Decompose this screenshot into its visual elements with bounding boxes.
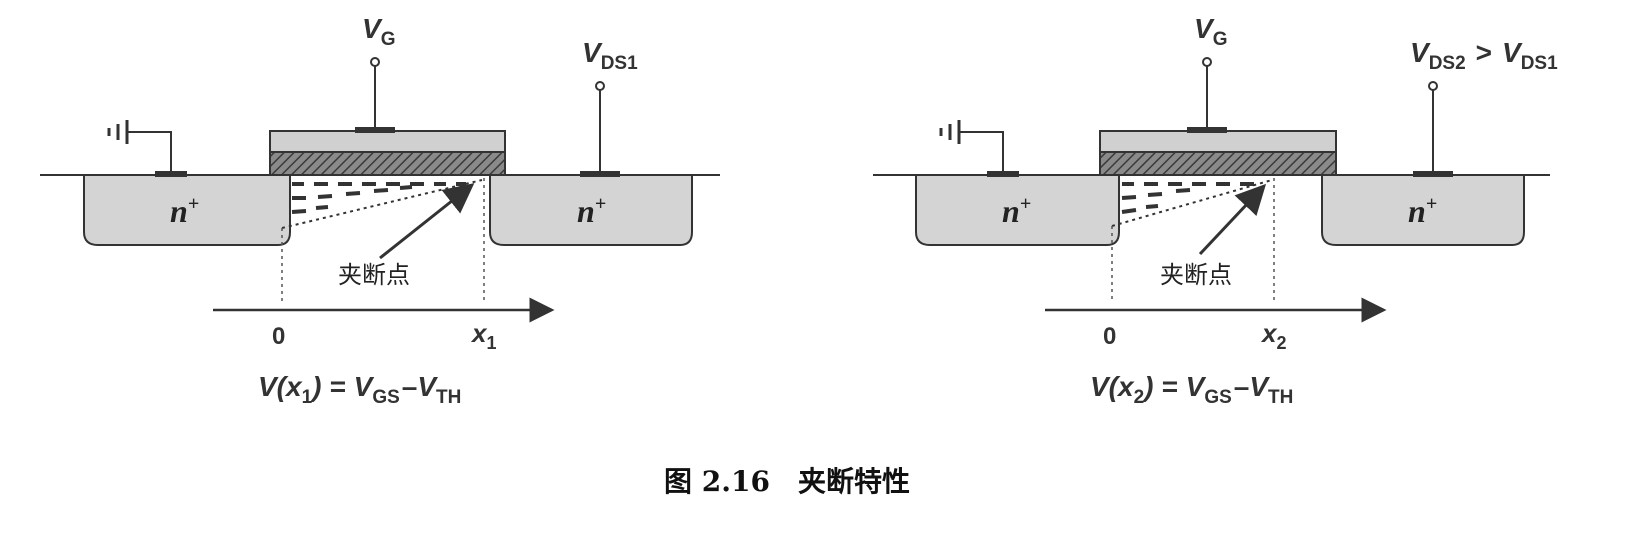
pinch-off-point-label: 夹断点 — [338, 261, 410, 289]
ground-icon — [107, 120, 129, 144]
gate-voltage-label: VG — [1194, 13, 1227, 50]
pinch-off-equation: V(x2) =VGS–VTH — [1090, 371, 1293, 408]
panel-1: VG VDS1 n+ n+ 夹断点 0 x1 V(x1) =VGS–VTH — [40, 13, 720, 408]
ground-icon — [939, 120, 961, 144]
gate-oxide — [269, 151, 506, 176]
axis-pinch-point-label: x1 — [470, 318, 496, 353]
drain-terminal — [1428, 81, 1438, 91]
axis-pinch-point-label: x2 — [1260, 318, 1286, 353]
source-diffusion — [83, 174, 291, 246]
drain-diffusion — [1321, 174, 1525, 246]
gate-oxide — [1099, 151, 1337, 176]
drain-terminal — [595, 81, 605, 91]
panel-2: VG VDS2>VDS1 n+ n+ 夹断点 0 x2 V(x2) =VGS–V… — [873, 13, 1558, 408]
drain-n-plus-label: n+ — [577, 193, 606, 229]
drain-voltage-label: VDS1 — [582, 37, 638, 74]
gate-terminal — [1202, 57, 1212, 67]
drain-n-plus-label: n+ — [1408, 193, 1437, 229]
gate-contact-pad — [355, 127, 395, 133]
axis-origin-label: 0 — [272, 323, 285, 350]
source-contact-pad — [987, 171, 1019, 177]
channel-electrons — [1121, 182, 1254, 214]
figure-caption: 图 2.16 夹断特性 — [664, 465, 910, 498]
drain-diffusion — [489, 174, 693, 246]
drain-voltage-label: VDS2>VDS1 — [1410, 37, 1558, 74]
gate-terminal — [370, 57, 380, 67]
channel-electrons — [291, 182, 466, 214]
drain-contact-pad — [580, 171, 620, 177]
gate-voltage-label: VG — [362, 13, 395, 50]
source-n-plus-label: n+ — [1002, 193, 1031, 229]
source-n-plus-label: n+ — [170, 193, 199, 229]
pinch-off-point-label: 夹断点 — [1160, 261, 1232, 289]
pinch-off-arrow — [379, 183, 475, 260]
gate-electrode — [269, 130, 506, 153]
channel-boundary — [281, 179, 483, 229]
gate-electrode — [1099, 130, 1337, 153]
source-contact-pad — [155, 171, 187, 177]
gate-contact-pad — [1187, 127, 1227, 133]
source-wire — [959, 131, 1004, 171]
pinch-off-arrow — [1198, 183, 1267, 256]
source-wire — [127, 131, 172, 171]
axis-origin-label: 0 — [1103, 323, 1116, 350]
pinch-off-equation: V(x1) =VGS–VTH — [258, 371, 461, 408]
source-diffusion — [915, 174, 1120, 246]
drain-contact-pad — [1413, 171, 1453, 177]
